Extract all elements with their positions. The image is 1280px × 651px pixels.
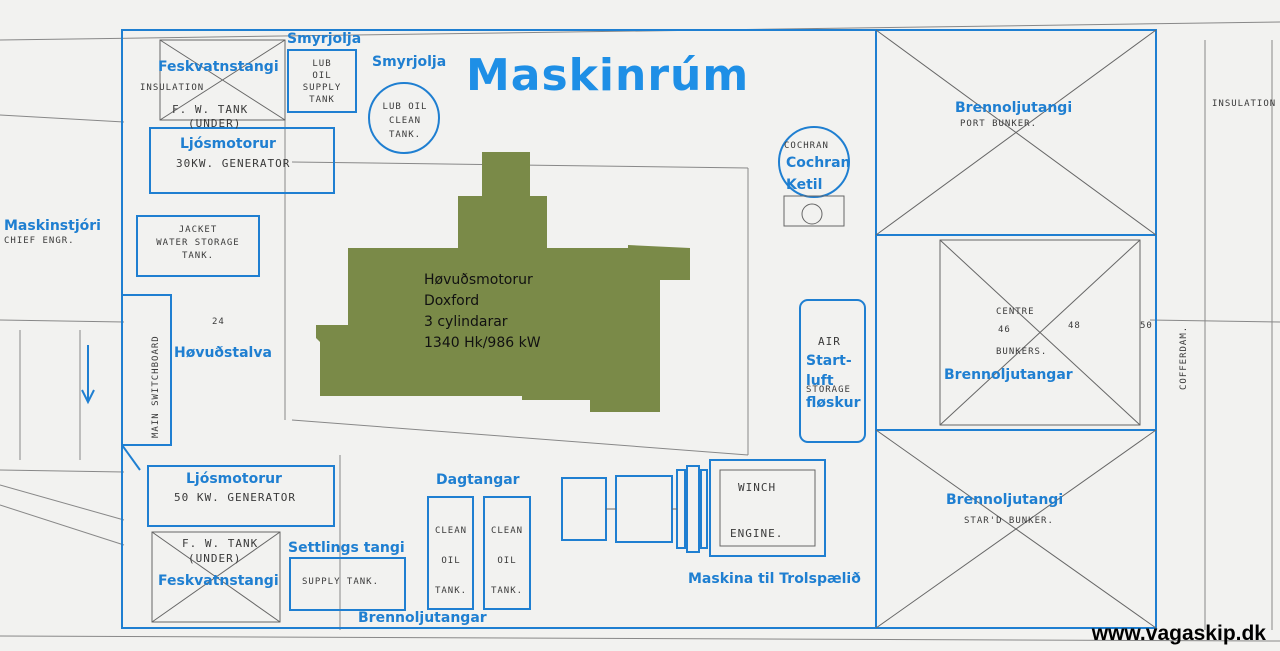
ink-supply-tank: SUPPLY TANK. (302, 577, 380, 587)
ink-frame-50: 50 (1140, 321, 1153, 331)
cochran-circle (778, 126, 850, 198)
drawing-crosses (151, 29, 1157, 629)
lub-oil-clean-circle (368, 82, 440, 154)
lub-oil-supply-box (287, 49, 357, 113)
ink-cofferdam: COFFERDAM. (1179, 325, 1189, 390)
ink-lub-oil-supply: LUB OIL SUPPLY TANK (302, 59, 342, 105)
label-hovudstalva: Høvuðstalva (174, 345, 272, 361)
jacket-box (136, 215, 260, 277)
label-startluft-1: Start- (806, 353, 852, 369)
label-brennoljutangar-centre: Brennoljutangar (944, 367, 1073, 383)
main-engine-label: Høvuðsmotorur Doxford 3 cylindarar 1340 … (424, 270, 541, 354)
supply-tank-box (289, 557, 406, 611)
ink-fw-tank-top: F. W. TANK (172, 103, 249, 116)
label-startluft-2: luft (806, 373, 834, 389)
watermark-link[interactable]: www.vagaskip.dk (1091, 622, 1266, 645)
label-smyrjolja-1: Smyrjolja (287, 31, 362, 47)
blue-outlines (121, 29, 1157, 629)
ink-insulation-right: INSULATION (1212, 99, 1277, 109)
engine-line-2: Doxford (424, 293, 480, 309)
label-ljosmotorur-bottom: Ljósmotorur (186, 471, 282, 487)
gen30-box (149, 127, 335, 194)
winch-machinery (561, 459, 826, 557)
ink-under-bottom: (UNDER) (188, 552, 242, 565)
ink-engine: ENGINE. (730, 527, 784, 540)
ink-centre: CENTRE (996, 307, 1035, 317)
day-tank-2-box (483, 496, 531, 610)
main-engine-shape (316, 152, 690, 412)
label-startluft-3: fløskur (806, 395, 861, 411)
label-brennoljutangi-port: Brennoljutangi (955, 100, 1073, 116)
label-feskvatnstangi-top: Feskvatnstangi (158, 59, 279, 75)
engine-line-4: 1340 Hk/986 kW (424, 335, 541, 351)
ink-bunkers: BUNKERS. (996, 347, 1048, 357)
ink-frame-48: 48 (1068, 321, 1081, 331)
switchboard-box (121, 294, 172, 446)
ink-cochran: COCHRAN (784, 141, 829, 151)
ink-under-top: (UNDER) (188, 117, 242, 130)
ink-chief-engr: CHIEF ENGR. (4, 236, 75, 246)
gen50-box (147, 465, 335, 527)
label-brennoljutangar-bottom: Brennoljutangar (358, 610, 487, 626)
stbd-bunker-box (875, 429, 1157, 629)
engine-line-1: Høvuðsmotorur (424, 272, 533, 288)
ink-gen-50: 50 KW. GENERATOR (174, 491, 296, 504)
ink-fw-tank-bottom: F. W. TANK (182, 537, 259, 550)
label-cochran: Cochran (786, 155, 851, 171)
label-brennoljutangi-stbd: Brennoljutangi (946, 492, 1064, 508)
day-tank-1-box (427, 496, 474, 610)
engine-line-3: 3 cylindarar (424, 314, 508, 330)
label-dagtangar: Dagtangar (436, 472, 520, 488)
label-feskvatnstangi-bottom: Feskvatnstangi (158, 573, 279, 589)
label-maskinstjori: Maskinstjóri (4, 218, 101, 234)
label-smyrjolja-2: Smyrjolja (372, 54, 447, 70)
ink-main-switchboard: MAIN SWITCHBOARD (151, 335, 161, 438)
label-ketil: Ketil (786, 177, 823, 193)
label-maskina-trolspaelid: Maskina til Trolspælið (688, 571, 861, 587)
label-settlings-tangi: Settlings tangi (288, 540, 405, 556)
ink-clean-oil-tank-1: CLEAN OIL TANK. (434, 526, 468, 596)
ink-storage: STORAGE (806, 385, 851, 395)
label-ljosmotorur-top: Ljósmotorur (180, 136, 276, 152)
ink-winch: WINCH (738, 481, 777, 494)
ink-port-bunker: PORT BUNKER. (960, 119, 1038, 129)
hull-lines (0, 21, 1280, 642)
ink-stbd-bunker: STAR'D BUNKER. (964, 516, 1054, 526)
ink-insulation: INSULATION (140, 83, 205, 93)
air-bottles-box (799, 299, 866, 443)
ink-lub-oil-clean: LUB OIL CLEAN TANK. (382, 102, 428, 140)
ink-frame-46: 46 (998, 325, 1011, 335)
ink-gen-30: 30KW. GENERATOR (176, 157, 291, 170)
ink-air: AIR (818, 335, 841, 348)
ink-clean-oil-tank-2: CLEAN OIL TANK. (490, 526, 524, 596)
page-title: Maskinrúm (466, 50, 750, 101)
ink-jacket-water: JACKET WATER STORAGE TANK. (156, 225, 240, 261)
ink-frame-24: 24 (212, 317, 225, 327)
